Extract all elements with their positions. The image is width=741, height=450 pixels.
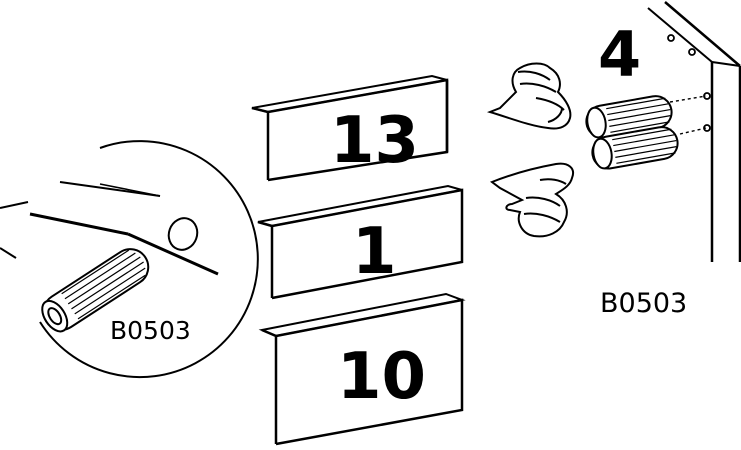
panel-10-number: 10: [337, 340, 426, 414]
hand-icon: [490, 64, 570, 129]
dowel-code-inset: B0503: [110, 316, 191, 345]
hand-icon: [492, 164, 573, 237]
dowel-code-side: B0503: [600, 288, 687, 319]
side-panel-4-number: 4: [598, 18, 641, 91]
panel-13-number: 13: [330, 104, 419, 178]
insertion-lines: [670, 96, 706, 134]
panel-1-number: 1: [352, 215, 397, 289]
